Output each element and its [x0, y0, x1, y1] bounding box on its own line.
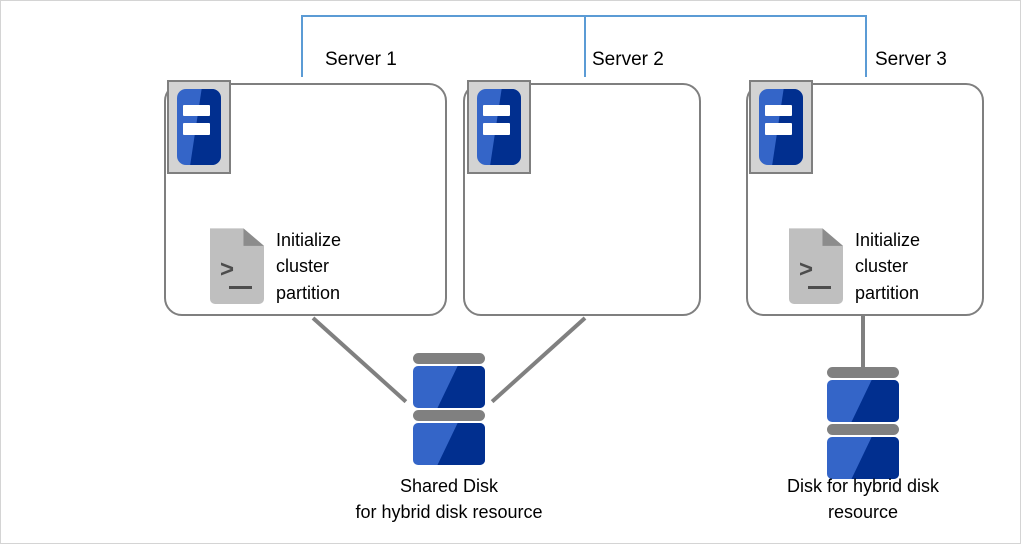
- server-badge: [759, 89, 803, 165]
- server-label-2: Server 2: [592, 49, 664, 70]
- disk-stack-icon-server3: [827, 367, 899, 481]
- disk-cap-middle: [827, 424, 899, 435]
- server-badge-bar-top: [183, 104, 210, 117]
- disk-platter-top: [413, 366, 485, 408]
- connector-server1-to-shared-disk: [311, 316, 408, 404]
- caption-shared-disk: Shared Disk for hybrid disk resource: [249, 474, 649, 525]
- caption-server3-disk: Disk for hybrid disk resource: [713, 474, 1013, 525]
- server-badge: [477, 89, 521, 165]
- connector-server2-to-shared-disk: [490, 316, 587, 404]
- task-initialize-cluster-partition-server1: > Initialize cluster partition: [210, 227, 341, 306]
- task-label-line-3: partition: [276, 282, 341, 303]
- script-cursor-glyph: [229, 286, 252, 290]
- server-icon: [467, 80, 531, 174]
- task-label-line-1: Initialize: [855, 230, 921, 250]
- caption-line-2: resource: [827, 501, 899, 522]
- task-label-line-3: partition: [855, 282, 920, 303]
- disk-cap-middle: [413, 410, 485, 421]
- server-badge-bar-top: [765, 104, 792, 117]
- server-badge-bar-bottom: [183, 123, 210, 135]
- cluster-bracket-drop-server2: [584, 15, 586, 77]
- disk-platter-shade: [437, 366, 485, 408]
- disk-platter-shade: [851, 437, 899, 479]
- task-label-server1: Initialize cluster partition: [276, 227, 341, 306]
- script-icon: >: [210, 228, 264, 305]
- disk-platter-bottom: [413, 423, 485, 465]
- caption-line-1: Shared Disk: [399, 476, 499, 496]
- server-icon: [167, 80, 231, 174]
- script-cursor-glyph: [808, 286, 831, 290]
- server-badge: [177, 89, 221, 165]
- task-initialize-cluster-partition-server3: > Initialize cluster partition: [789, 227, 920, 306]
- task-label-server3: Initialize cluster partition: [855, 227, 920, 306]
- server-badge-bar-top: [483, 104, 510, 117]
- server-label-3: Server 3: [875, 49, 947, 70]
- script-icon: >: [789, 228, 843, 305]
- disk-platter-bottom: [827, 437, 899, 479]
- server-icon: [749, 80, 813, 174]
- server-badge-bar-bottom: [765, 123, 792, 135]
- disk-platter-shade: [437, 423, 485, 465]
- cluster-bracket-drop-server1: [301, 15, 303, 77]
- script-prompt-glyph: >: [220, 256, 235, 284]
- server-label-1: Server 1: [325, 49, 397, 70]
- caption-line-1: Disk for hybrid disk: [786, 476, 940, 496]
- disk-platter-top: [827, 380, 899, 422]
- server-badge-bar-bottom: [483, 123, 510, 135]
- connector-server3-to-disk: [861, 316, 865, 368]
- task-label-line-1: Initialize: [276, 230, 342, 250]
- script-prompt-glyph: >: [799, 256, 814, 284]
- cluster-bracket-drop-server3: [865, 15, 867, 77]
- disk-stack-icon-shared: [413, 353, 485, 467]
- task-label-line-2: cluster: [855, 256, 909, 277]
- disk-platter-shade: [851, 380, 899, 422]
- disk-cap-top: [827, 367, 899, 378]
- caption-line-2: for hybrid disk resource: [355, 501, 543, 522]
- disk-cap-top: [413, 353, 485, 364]
- task-label-line-2: cluster: [276, 256, 330, 277]
